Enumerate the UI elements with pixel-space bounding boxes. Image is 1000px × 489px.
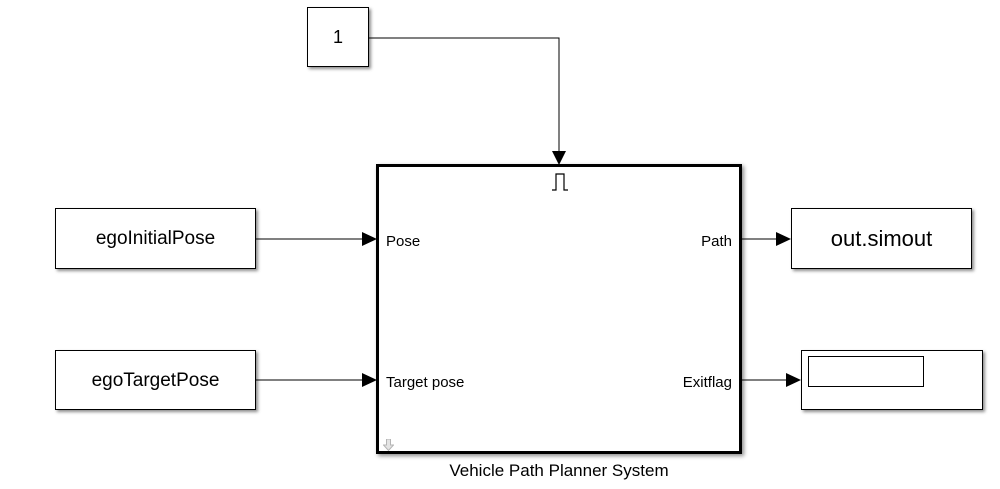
signal-line-exitflag[interactable] [742,373,801,387]
subsystem-name-label[interactable]: Vehicle Path Planner System [449,461,669,480]
signal-line-trigger[interactable] [369,37,566,165]
signal-line-target-pose[interactable] [256,373,377,387]
output-port-exitflag: Exitflag [682,374,732,391]
signal-line-pose[interactable] [256,232,377,246]
display-value-field [808,356,924,387]
arrowhead-icon [776,232,791,246]
ego-target-pose-block[interactable]: egoTargetPose [55,350,256,410]
to-workspace-label: out.simout [830,225,933,251]
vehicle-path-planner-subsystem[interactable]: Pose Target pose Path Exitflag [376,164,742,454]
arrowhead-icon [362,373,377,387]
input-port-pose: Pose [386,233,421,250]
ego-initial-pose-block[interactable]: egoInitialPose [55,208,256,269]
input-port-target-pose: Target pose [386,374,465,391]
down-arrow-icon[interactable] [383,439,394,451]
arrowhead-icon [552,151,566,165]
to-workspace-block[interactable]: out.simout [791,208,972,269]
constant-block-trigger[interactable]: 1 [307,7,369,67]
signal-line-path[interactable] [742,232,791,246]
ego-initial-pose-label: egoInitialPose [95,228,216,249]
output-port-path: Path [701,233,732,250]
constant-block-value: 1 [332,27,343,47]
pulse-trigger-icon [552,173,568,191]
arrowhead-icon [362,232,377,246]
arrowhead-icon [786,373,801,387]
display-block[interactable] [801,350,983,410]
ego-target-pose-label: egoTargetPose [91,369,220,391]
